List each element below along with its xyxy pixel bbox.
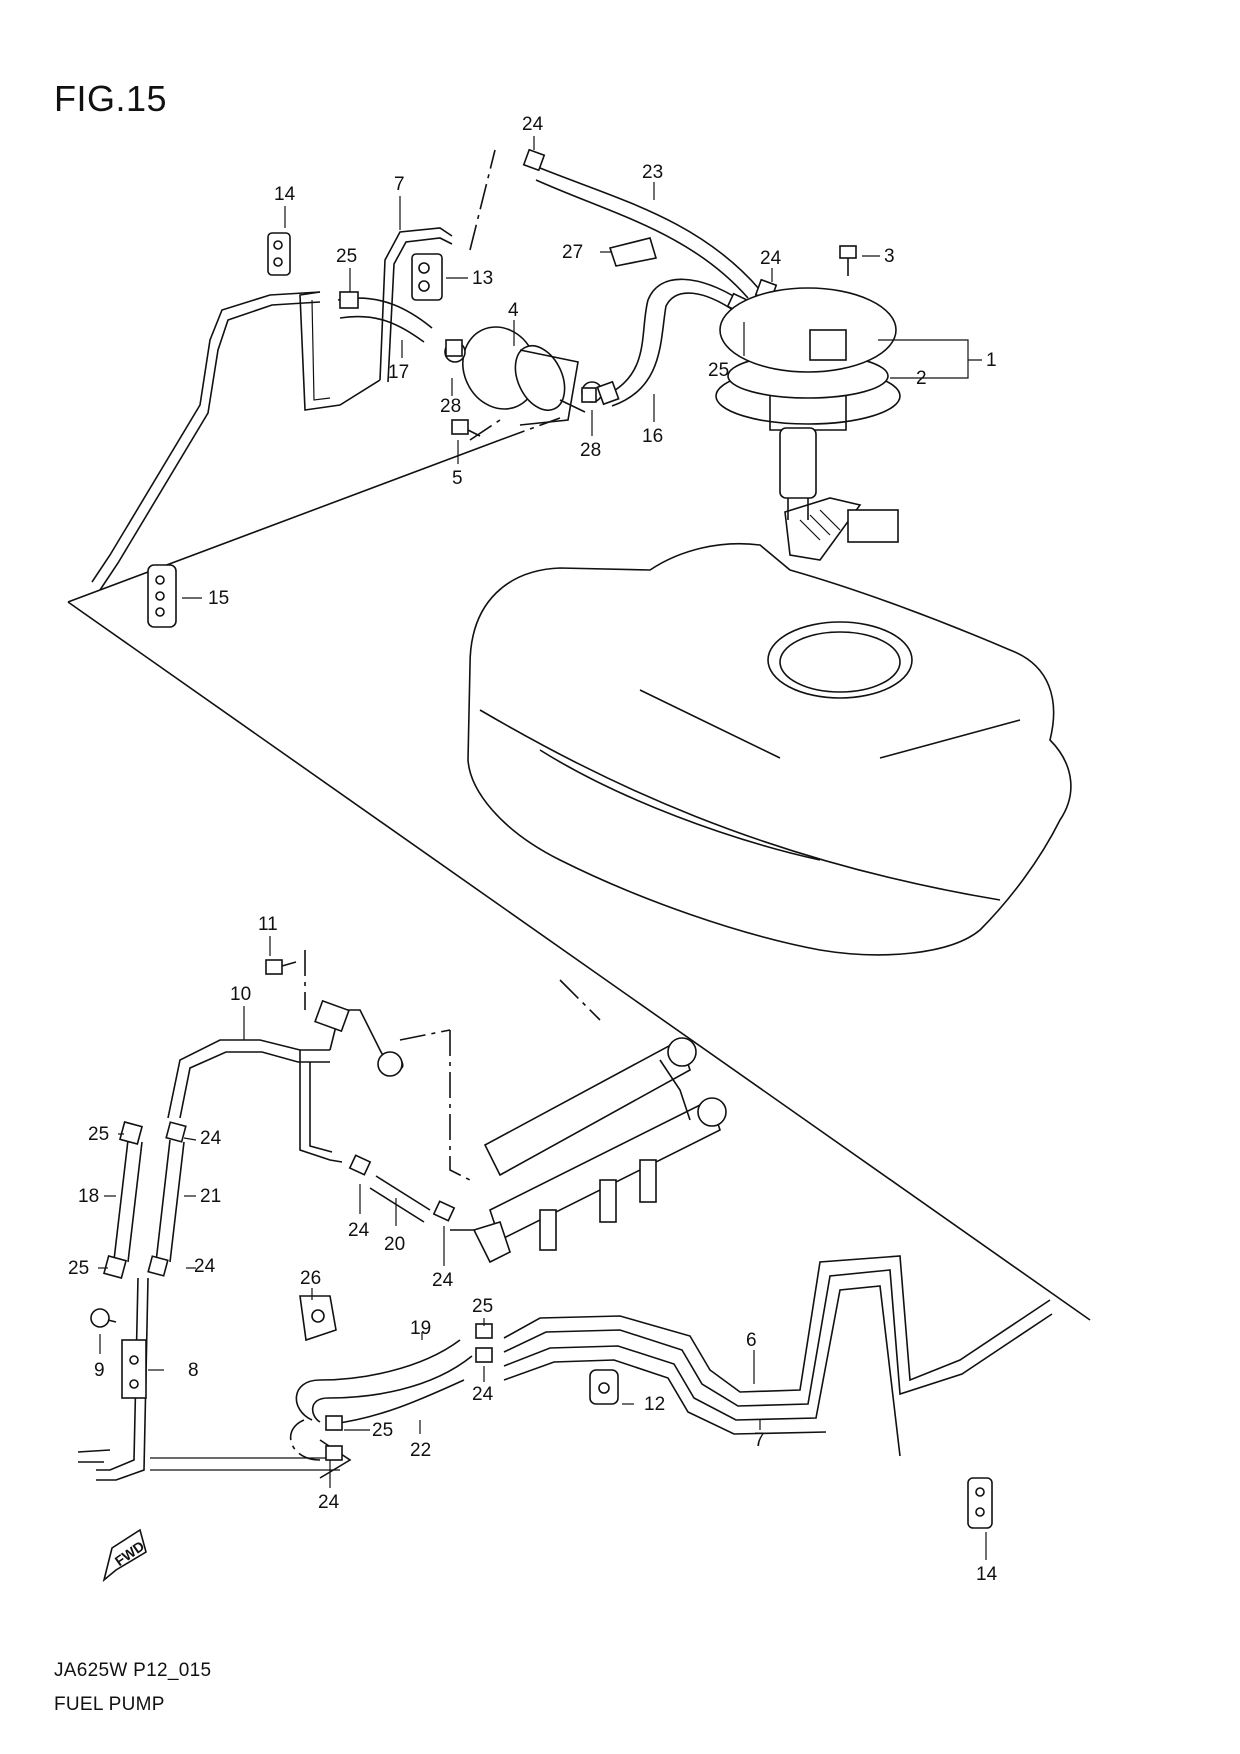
callout-24: 24 [318, 1492, 340, 1513]
callout-24: 24 [472, 1384, 494, 1405]
callout-6: 6 [746, 1330, 757, 1351]
hose-20 [369, 1175, 431, 1223]
bolt-9 [90, 1308, 117, 1328]
clamp-12 [589, 1369, 619, 1405]
fuel-tank [467, 542, 1072, 956]
fuel-pipe-10 [167, 950, 471, 1181]
callout-12: 12 [644, 1394, 665, 1415]
callout-11: 11 [258, 914, 278, 935]
clamp-13 [411, 253, 443, 301]
callout-leaders [98, 136, 987, 1560]
hose-19-22 [289, 1339, 473, 1461]
callout-8: 8 [188, 1360, 199, 1381]
fuel-pipes-6-7 [503, 1255, 1053, 1457]
bolt-5 [451, 419, 481, 437]
callout-25: 25 [472, 1296, 493, 1317]
callout-24: 24 [194, 1256, 216, 1277]
hose-16 [596, 278, 748, 407]
callout-7: 7 [394, 174, 405, 195]
callout-25: 25 [372, 1420, 393, 1441]
callout-9: 9 [94, 1360, 105, 1381]
callout-14: 14 [274, 184, 296, 205]
callout-numbers: 24 23 14 7 25 13 27 24 3 4 1 2 17 28 28 … [68, 114, 998, 1585]
callout-15: 15 [208, 588, 229, 609]
callout-2: 2 [916, 368, 927, 389]
callout-13: 13 [472, 268, 493, 289]
clamp-15 [147, 564, 177, 628]
callout-16: 16 [642, 426, 663, 447]
callout-25: 25 [88, 1124, 109, 1145]
callout-3: 3 [884, 246, 895, 267]
forward-arrow-icon: FWD [102, 1528, 147, 1583]
callout-24: 24 [432, 1270, 454, 1291]
callout-28: 28 [440, 396, 461, 417]
hose-clamps-small [325, 291, 597, 1461]
fuel-rail-assembly [450, 1037, 727, 1264]
callout-28: 28 [580, 440, 601, 461]
bolt-3 [839, 245, 857, 276]
callout-4: 4 [508, 300, 519, 321]
callout-20: 20 [384, 1234, 405, 1255]
fuel-pump-module [715, 287, 901, 561]
bolt-11 [265, 959, 297, 975]
callout-14: 14 [976, 1564, 998, 1585]
clamp-14-bottom [967, 1477, 993, 1529]
callout-24: 24 [760, 248, 782, 269]
callout-10: 10 [230, 984, 251, 1005]
diagram-name: FUEL PUMP [54, 1694, 165, 1715]
callout-25: 25 [708, 360, 729, 381]
callout-27: 27 [562, 242, 583, 263]
callout-25: 25 [68, 1258, 89, 1279]
clamp-14-top [267, 232, 291, 276]
clamp-26 [299, 1295, 337, 1342]
callout-25: 25 [336, 246, 357, 267]
callout-23: 23 [642, 162, 663, 183]
callout-24: 24 [522, 114, 544, 135]
callout-24: 24 [200, 1128, 222, 1149]
figure-title: FIG.15 [54, 78, 168, 119]
callout-22: 22 [410, 1440, 431, 1461]
hoses-18-21 [102, 1120, 187, 1280]
callout-5: 5 [452, 468, 463, 489]
callout-21: 21 [200, 1186, 221, 1207]
callout-17: 17 [388, 362, 409, 383]
callout-24: 24 [348, 1220, 370, 1241]
callout-7: 7 [754, 1430, 765, 1451]
diagram-code: JA625W P12_015 [54, 1660, 212, 1681]
callout-26: 26 [300, 1268, 321, 1289]
fuel-pipe-upper-left [91, 291, 381, 591]
callout-18: 18 [78, 1186, 99, 1207]
callout-1: 1 [986, 350, 997, 371]
callout-19: 19 [410, 1318, 431, 1339]
clip-27 [608, 237, 658, 267]
